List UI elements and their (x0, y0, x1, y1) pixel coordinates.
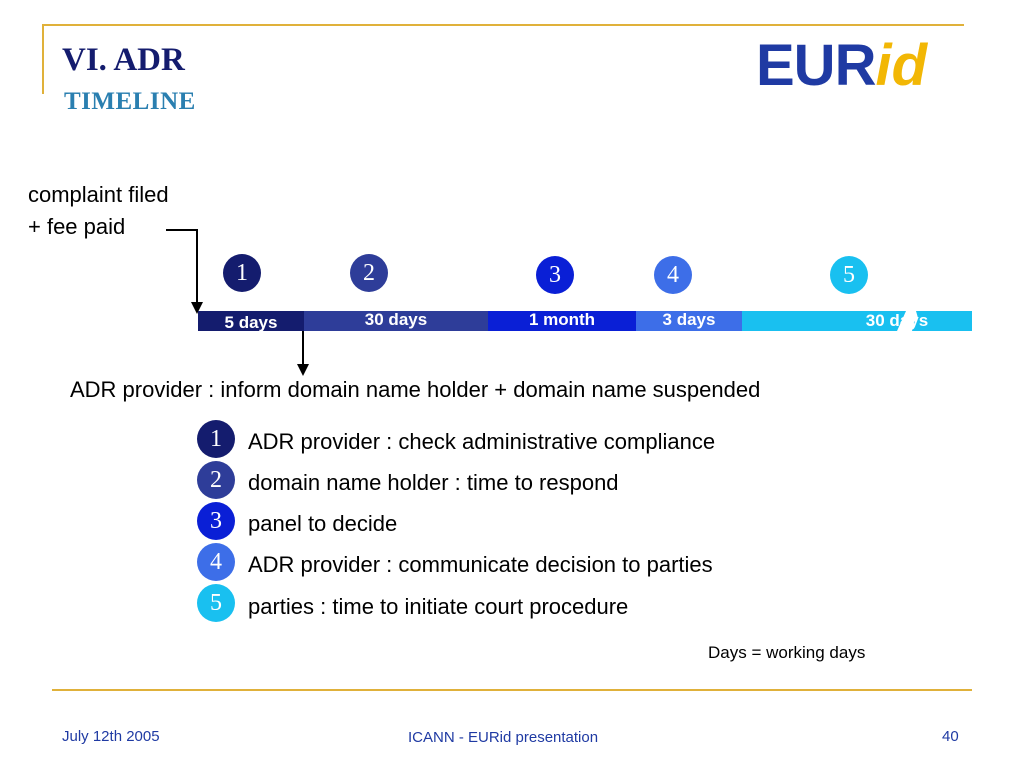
timeline-break-icon (742, 311, 972, 331)
fee-paid-label: + fee paid (28, 214, 126, 239)
provider-arrow-head (297, 364, 309, 376)
complaint-connector-horizontal (166, 229, 198, 231)
provider-connector-vertical (302, 331, 304, 365)
eurid-logo: EURid (756, 32, 927, 99)
step-2-text: domain name holder : time to respond (248, 470, 619, 495)
segment-3-label: 1 month (528, 310, 596, 329)
footer-date: July 12th 2005 (62, 728, 160, 745)
header-left-rule (42, 24, 44, 94)
step-2-badge: 2 (197, 461, 235, 499)
working-days-note: Days = working days (708, 643, 866, 662)
timeline-marker-5: 5 (830, 256, 868, 294)
slide-subtitle: TIMELINE (64, 88, 196, 115)
timeline-segment-1: 5 days (198, 311, 304, 332)
timeline-marker-2: 2 (350, 254, 388, 292)
timeline-marker-4: 4 (654, 256, 692, 294)
step-5-text: parties : time to initiate court procedu… (248, 594, 629, 619)
segment-4-label: 3 days (662, 310, 716, 329)
slide-title: VI. ADR (62, 42, 185, 78)
segment-2-label: 30 days (364, 310, 428, 329)
step-4-badge: 4 (197, 543, 235, 581)
timeline-segment-2: 30 days (304, 310, 488, 331)
step-3-badge: 3 (197, 502, 235, 540)
segment-5-label: 30 days (865, 311, 929, 330)
timeline-segment-3: 1 month (488, 310, 636, 331)
timeline-marker-3: 3 (536, 256, 574, 294)
complaint-filed-label: complaint filed (28, 182, 169, 207)
step-1-badge: 1 (197, 420, 235, 458)
timeline-segment-4: 3 days (636, 310, 742, 331)
timeline-segment-5: 30 days (742, 311, 972, 331)
logo-text-eur: EUR (756, 33, 876, 98)
timeline-marker-1: 1 (223, 254, 261, 292)
step-4-text: ADR provider : communicate decision to p… (248, 552, 713, 577)
logo-text-id: id (875, 33, 928, 98)
step-5-badge: 5 (197, 584, 235, 622)
footer-rule (52, 689, 972, 691)
footer-page-number: 40 (942, 728, 959, 745)
footer-presentation-title: ICANN - EURid presentation (408, 729, 599, 746)
segment-1-label: 5 days (224, 313, 278, 332)
complaint-connector-vertical (196, 229, 198, 305)
provider-inform-text: ADR provider : inform domain name holder… (70, 377, 761, 402)
header-rule (42, 24, 964, 26)
step-3-text: panel to decide (248, 511, 398, 536)
step-1-text: ADR provider : check administrative comp… (248, 429, 716, 454)
